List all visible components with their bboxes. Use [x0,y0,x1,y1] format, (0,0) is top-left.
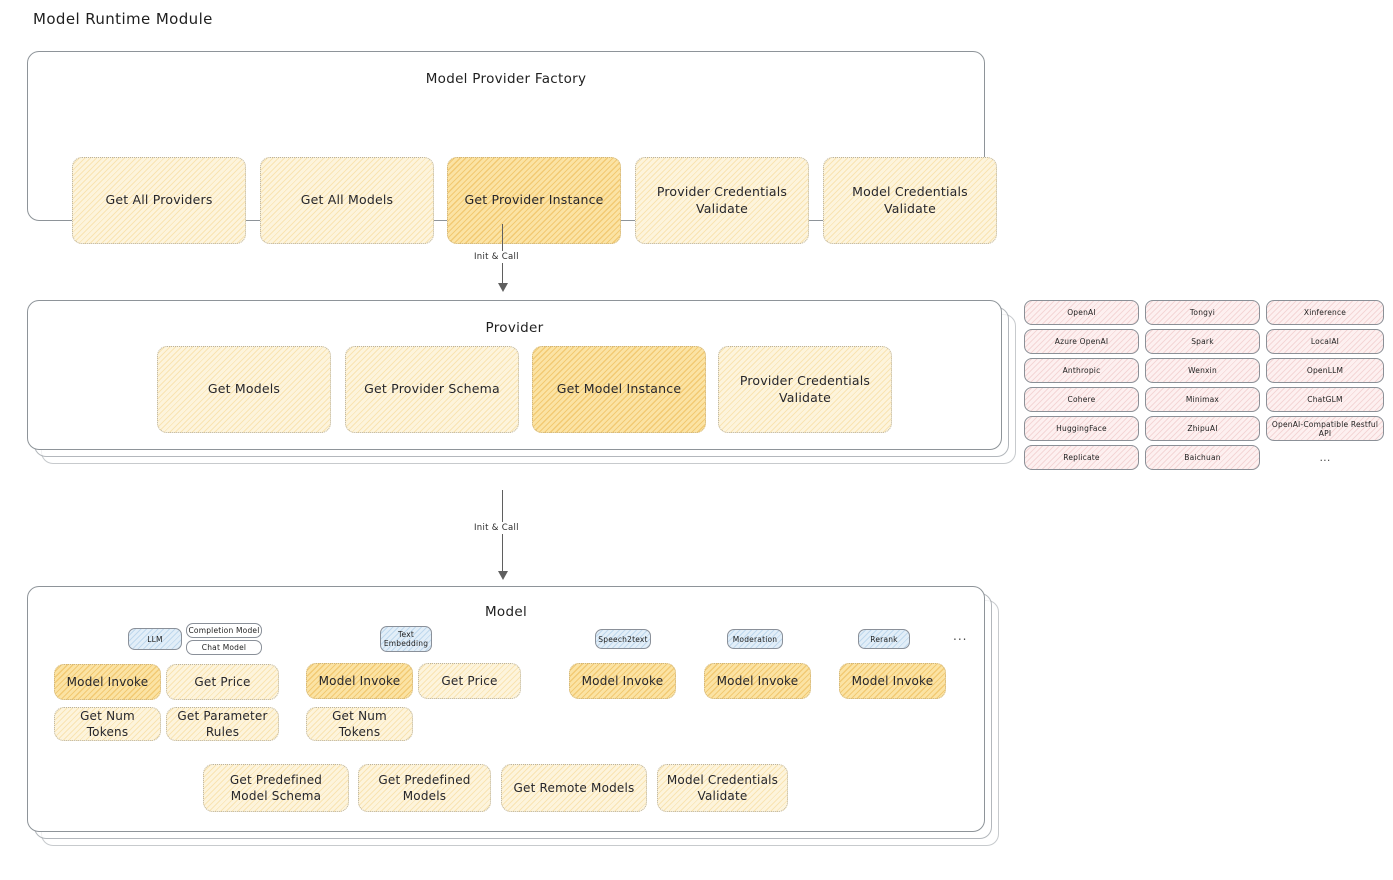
provider-card: Provider Get Models Get Provider Schema … [27,300,1016,464]
model-tag-rerank[interactable]: Rerank [858,629,910,649]
provider-method-provider-credentials-validate[interactable]: Provider Credentials Validate [718,346,892,433]
factory-method-provider-credentials-validate[interactable]: Provider Credentials Validate [635,157,809,244]
provider-list: OpenAI Azure OpenAI Anthropic Cohere Hug… [1024,300,1384,475]
arrow-factory-to-provider-head [498,283,508,292]
factory-method-model-credentials-validate[interactable]: Model Credentials Validate [823,157,997,244]
provider-chip-huggingface[interactable]: HuggingFace [1024,416,1139,441]
provider-chip-minimax[interactable]: Minimax [1145,387,1260,412]
provider-method-get-models[interactable]: Get Models [157,346,331,433]
model-rerank-method-model-invoke[interactable]: Model Invoke [839,663,946,699]
provider-chip-openai[interactable]: OpenAI [1024,300,1139,325]
model-tag-speech2text[interactable]: Speech2text [595,629,651,649]
factory-method-get-all-providers[interactable]: Get All Providers [72,157,246,244]
model-moderation-method-model-invoke[interactable]: Model Invoke [704,663,811,699]
model-subtag-chat-model[interactable]: Chat Model [186,640,262,655]
model-textembedding-method-get-num-tokens[interactable]: Get Num Tokens [306,707,413,741]
model-provider-factory-card: Model Provider Factory Get All Providers… [27,51,997,244]
provider-chip-more: ... [1319,451,1331,464]
provider-heading: Provider [485,320,544,336]
provider-chip-baichuan[interactable]: Baichuan [1145,445,1260,470]
model-textembedding-method-get-price[interactable]: Get Price [418,663,521,699]
provider-chip-localai[interactable]: LocalAI [1266,329,1384,354]
model-tag-llm[interactable]: LLM [128,628,182,650]
model-subtag-completion-model[interactable]: Completion Model [186,623,262,638]
provider-chip-spark[interactable]: Spark [1145,329,1260,354]
provider-chip-chatglm[interactable]: ChatGLM [1266,387,1384,412]
provider-chip-tongyi[interactable]: Tongyi [1145,300,1260,325]
provider-chip-openai-compatible-restful-api[interactable]: OpenAI-Compatible Restful API [1266,416,1384,441]
provider-chip-wenxin[interactable]: Wenxin [1145,358,1260,383]
page-title: Model Runtime Module [33,10,213,28]
model-tag-text-embedding[interactable]: Text Embedding [380,626,432,652]
factory-method-get-provider-instance[interactable]: Get Provider Instance [447,157,621,244]
provider-chip-openllm[interactable]: OpenLLM [1266,358,1384,383]
model-shared-get-remote-models[interactable]: Get Remote Models [501,764,647,812]
provider-chip-zhipuai[interactable]: ZhipuAI [1145,416,1260,441]
model-llm-method-get-parameter-rules[interactable]: Get Parameter Rules [166,707,279,741]
model-llm-method-get-num-tokens[interactable]: Get Num Tokens [54,707,161,741]
arrow-provider-to-model-head [498,571,508,580]
provider-chip-replicate[interactable]: Replicate [1024,445,1139,470]
model-card: Model LLM Completion Model Chat Model Mo… [27,586,999,846]
provider-chip-cohere[interactable]: Cohere [1024,387,1139,412]
model-llm-method-model-invoke[interactable]: Model Invoke [54,664,161,700]
model-textembedding-method-model-invoke[interactable]: Model Invoke [306,663,413,699]
model-llm-method-get-price[interactable]: Get Price [166,664,279,700]
provider-method-get-provider-schema[interactable]: Get Provider Schema [345,346,519,433]
provider-chip-anthropic[interactable]: Anthropic [1024,358,1139,383]
arrow-factory-to-provider-label: Init & Call [470,251,523,263]
factory-method-get-all-models[interactable]: Get All Models [260,157,434,244]
model-shared-get-predefined-model-schema[interactable]: Get Predefined Model Schema [203,764,349,812]
factory-heading: Model Provider Factory [425,71,587,87]
model-tag-moderation[interactable]: Moderation [727,629,783,649]
model-shared-model-credentials-validate[interactable]: Model Credentials Validate [657,764,788,812]
provider-chip-azure-openai[interactable]: Azure OpenAI [1024,329,1139,354]
model-heading: Model [484,604,528,620]
model-groups-more-indicator: ... [953,629,968,643]
provider-chip-xinference[interactable]: Xinference [1266,300,1384,325]
provider-method-get-model-instance[interactable]: Get Model Instance [532,346,706,433]
arrow-provider-to-model-label: Init & Call [470,522,523,534]
model-speech2text-method-model-invoke[interactable]: Model Invoke [569,663,676,699]
model-shared-get-predefined-models[interactable]: Get Predefined Models [358,764,491,812]
